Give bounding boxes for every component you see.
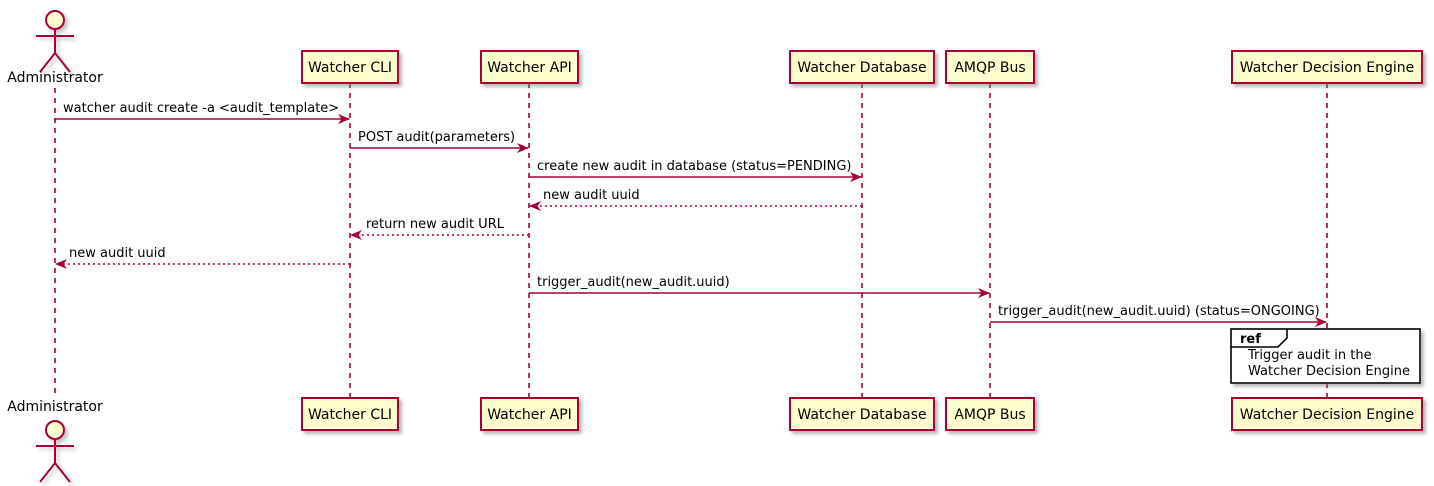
participant-watcher-decision-engine-bottom[interactable]: Watcher Decision Engine: [1231, 397, 1423, 431]
ref-body-line-0: Trigger audit in the: [1247, 348, 1372, 363]
actor-head-icon: [45, 420, 65, 440]
participant-administrator-top[interactable]: Administrator: [7, 10, 103, 86]
message-label: POST audit(parameters): [358, 130, 515, 145]
participant-label-top: Watcher Decision Engine: [1240, 60, 1414, 76]
participant-box-top: [301, 50, 399, 84]
participant-label-bottom: Watcher API: [487, 407, 572, 423]
message-msg-8: trigger_audit(new_audit.uuid) (status=ON…: [990, 304, 1327, 327]
message-msg-2: POST audit(parameters): [350, 130, 529, 153]
participant-box-top: [480, 50, 579, 84]
participant-box-bottom: [789, 397, 935, 431]
participant-watcher-decision-engine-top[interactable]: Watcher Decision Engine: [1231, 50, 1423, 84]
message-msg-7: trigger_audit(new_audit.uuid): [529, 275, 990, 298]
participant-label-top: AMQP Bus: [954, 60, 1025, 76]
actor-left-leg-icon: [39, 52, 56, 73]
participant-label-bottom: Watcher CLI: [308, 407, 392, 423]
ref-body-line-1: Watcher Decision Engine: [1248, 364, 1410, 379]
participant-watcher-api-bottom[interactable]: Watcher API: [480, 397, 579, 431]
message-label: new audit uuid: [69, 246, 166, 261]
message-msg-6: new audit uuid: [55, 246, 350, 269]
participant-label-bottom: Watcher Database: [797, 407, 926, 423]
message-label: create new audit in database (status=PEN…: [537, 159, 852, 174]
participant-watcher-database-top[interactable]: Watcher Database: [789, 50, 935, 84]
participant-box-bottom: [1231, 397, 1423, 431]
message-msg-3: create new audit in database (status=PEN…: [529, 159, 862, 182]
ref-fragment-tab: [1231, 329, 1288, 348]
participant-box-top: [1231, 50, 1423, 84]
participant-watcher-database-bottom[interactable]: Watcher Database: [789, 397, 935, 431]
participants-top-group: Administrator Watcher CLI Watcher API Watch…: [7, 10, 1423, 86]
participant-box-bottom: [945, 397, 1035, 431]
actor-figure-bottom: [36, 420, 74, 483]
participant-label-bottom: AMQP Bus: [954, 407, 1025, 423]
messages-group: watcher audit create -a <audit_template>…: [55, 101, 1327, 327]
participant-watcher-cli-bottom[interactable]: Watcher CLI: [301, 397, 399, 431]
ref-keyword-label: ref: [1240, 332, 1261, 347]
participant-amqp-bus-top[interactable]: AMQP Bus: [945, 50, 1035, 84]
participant-watcher-cli-top[interactable]: Watcher CLI: [301, 50, 399, 84]
message-msg-1: watcher audit create -a <audit_template>: [55, 101, 350, 124]
message-label: return new audit URL: [366, 217, 505, 232]
participant-amqp-bus-bottom[interactable]: AMQP Bus: [945, 397, 1035, 431]
message-msg-4: new audit uuid: [529, 188, 862, 211]
participant-box-top: [945, 50, 1035, 84]
ref-fragment-box: [1230, 328, 1421, 384]
message-label: watcher audit create -a <audit_template>: [63, 101, 339, 116]
actor-right-leg-icon: [54, 52, 71, 73]
message-label: trigger_audit(new_audit.uuid): [537, 275, 730, 290]
participant-box-bottom: [480, 397, 579, 431]
actor-label-top: Administrator: [7, 70, 103, 86]
lifelines-group: [54, 83, 1328, 398]
participant-label-top: Watcher CLI: [308, 60, 392, 76]
actor-right-leg-icon: [54, 462, 71, 483]
participant-label-top: Watcher API: [487, 60, 572, 76]
participant-watcher-api-top[interactable]: Watcher API: [480, 50, 579, 84]
message-label: trigger_audit(new_audit.uuid) (status=ON…: [998, 304, 1320, 319]
actor-label-bottom: Administrator: [7, 399, 103, 415]
message-msg-5: return new audit URL: [350, 217, 529, 240]
participant-label-top: Watcher Database: [797, 60, 926, 76]
participant-label-bottom: Watcher Decision Engine: [1240, 407, 1414, 423]
actor-figure-top: [36, 10, 74, 73]
message-label: new audit uuid: [543, 188, 640, 203]
participant-administrator-bottom[interactable]: Administrator: [7, 399, 103, 483]
actor-head-icon: [45, 10, 65, 30]
participant-box-bottom: [301, 397, 399, 431]
participant-box-top: [789, 50, 935, 84]
actor-left-leg-icon: [39, 462, 56, 483]
